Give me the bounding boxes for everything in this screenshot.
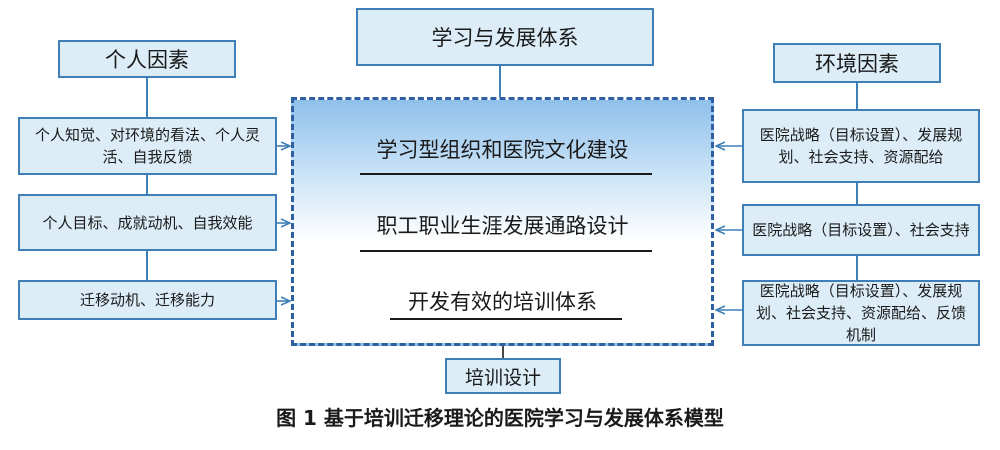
center-frame: 学习型组织和医院文化建设 职工职业生涯发展通路设计 开发有效的培训体系: [291, 97, 714, 346]
right-item-box: 医院战略（目标设置）、发展规划、社会支持、资源配给、反馈机制: [742, 280, 980, 346]
center-item: 学习型组织和医院文化建设: [294, 134, 711, 175]
top-box: 学习与发展体系: [356, 8, 654, 66]
center-item: 开发有效的培训体系: [294, 286, 711, 320]
center-item-label: 开发有效的培训体系: [408, 290, 597, 314]
center-item-underline: [390, 318, 622, 320]
left-item-box: 个人知觉、对环境的看法、个人灵活、自我反馈: [18, 117, 277, 175]
left-item-box: 个人目标、成就动机、自我效能: [18, 194, 277, 251]
right-header-box: 环境因素: [773, 43, 941, 83]
right-item-box: 医院战略（目标设置）、社会支持: [742, 204, 980, 256]
center-item-underline: [360, 250, 652, 252]
center-item-label: 职工职业生涯发展通路设计: [376, 214, 629, 238]
bottom-box: 培训设计: [445, 358, 561, 394]
center-item-underline: [360, 173, 652, 175]
center-item: 职工职业生涯发展通路设计: [294, 210, 711, 252]
left-header-box: 个人因素: [58, 40, 236, 78]
center-item-label: 学习型组织和医院文化建设: [376, 138, 629, 162]
figure-caption: 图 1 基于培训迁移理论的医院学习与发展体系模型: [276, 406, 724, 430]
left-item-box: 迁移动机、迁移能力: [18, 280, 277, 320]
right-item-box: 医院战略（目标设置）、发展规划、社会支持、资源配给: [742, 109, 980, 183]
